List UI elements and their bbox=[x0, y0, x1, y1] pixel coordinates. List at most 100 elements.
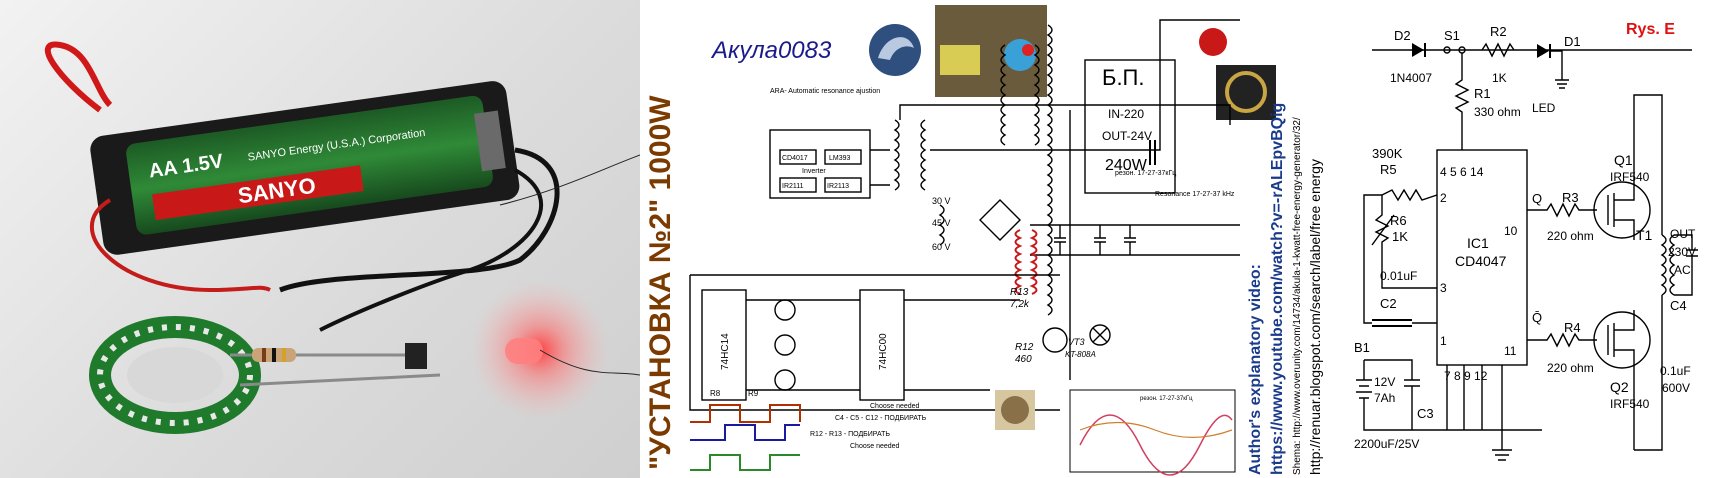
switch-s1 bbox=[1443, 46, 1451, 54]
diode-d2 bbox=[1412, 43, 1424, 57]
q1-model: IRF540 bbox=[1610, 170, 1650, 184]
video-url[interactable]: https://www.youtube.com/watch?v=-rALEpvB… bbox=[1269, 103, 1286, 475]
resistor-r6 bbox=[1374, 195, 1390, 262]
chip-74hc14 bbox=[701, 289, 747, 401]
mosfet-q1 bbox=[1593, 181, 1651, 239]
ic1-model: CD4047 bbox=[1455, 253, 1507, 269]
resistor-r4 bbox=[1527, 332, 1597, 348]
ic1-pin3: 3 bbox=[1440, 281, 1447, 295]
ir2111-label: IR2111 bbox=[782, 183, 804, 190]
red-coil bbox=[1014, 229, 1023, 295]
output-capacitor bbox=[1674, 234, 1698, 296]
led bbox=[505, 338, 543, 364]
r12-r13-note: R12 - R13 - ПОДБИРАТЬ bbox=[810, 431, 890, 438]
black-wire bbox=[279, 147, 560, 293]
blog-url[interactable]: http://renuar.blogspot.com/search/label/… bbox=[1307, 159, 1323, 475]
psu-input: IN-220 bbox=[1108, 107, 1144, 121]
capacitor-c3 bbox=[1364, 359, 1420, 430]
s1-label: S1 bbox=[1444, 28, 1460, 43]
r5-value: 390K bbox=[1372, 146, 1403, 161]
capacitor-c2 bbox=[1372, 319, 1412, 327]
r12-label: R12 bbox=[1015, 342, 1034, 353]
transistor bbox=[405, 343, 427, 369]
d1-label: D1 bbox=[1564, 34, 1581, 49]
generator-schematic-panel: "УСТАНОВКА №2" 1000W Акула0083 ARA- Auto… bbox=[640, 0, 1352, 478]
r3-value: 220 ohm bbox=[1547, 229, 1594, 243]
psu-output: OUT-24V bbox=[1102, 129, 1152, 143]
c3-label: C3 bbox=[1417, 406, 1434, 421]
inverter-circuit: Rys. E D2 1N4007 S1 R2 1K D1 LED R1 330 … bbox=[1354, 21, 1698, 461]
resistor-r5 bbox=[1381, 188, 1438, 202]
q-output: Q bbox=[1532, 191, 1542, 206]
ir2113-label: IR2113 bbox=[827, 183, 849, 190]
explain-title: Author's explanatory video: bbox=[1247, 264, 1264, 475]
ic1-label: IC1 bbox=[1467, 235, 1489, 251]
lamp-icon bbox=[1089, 324, 1111, 346]
rezon-note: резон. 17-27-37кГц bbox=[1115, 170, 1176, 177]
filter-capacitors bbox=[1030, 224, 1240, 256]
scope-plot bbox=[1069, 389, 1236, 473]
red-wire-2 bbox=[89, 198, 271, 293]
r8-label: R8 bbox=[710, 389, 721, 398]
dolphin-icon bbox=[869, 24, 921, 76]
emblem-icon bbox=[1199, 28, 1227, 56]
r9-label: R9 bbox=[748, 389, 759, 398]
battery-b1 bbox=[1356, 360, 1542, 431]
c3-value: 2200uF/25V bbox=[1354, 437, 1419, 451]
transistor-vt3 bbox=[1042, 327, 1068, 353]
tap-30v: 30 V bbox=[932, 196, 951, 206]
lead-wire-2 bbox=[239, 373, 441, 387]
r1-label: R1 bbox=[1474, 86, 1491, 101]
transformer-t1 bbox=[1660, 234, 1667, 296]
vt3-model: KT-808A bbox=[1065, 350, 1096, 359]
resistor-r2 bbox=[1481, 42, 1515, 58]
t1-label: T1 bbox=[1636, 227, 1653, 243]
timing-diagram bbox=[690, 404, 801, 471]
photo-illustration: AA 1.5V SANYO Energy (U.S.A.) Corporatio… bbox=[44, 41, 640, 434]
out-voltage: 230V bbox=[1668, 245, 1696, 259]
q1-label: Q1 bbox=[1614, 152, 1633, 168]
author-name: Акула0083 bbox=[710, 37, 832, 64]
black-wire-2 bbox=[319, 168, 543, 332]
ic1-pin2: 2 bbox=[1440, 191, 1447, 205]
r4-value: 220 ohm bbox=[1547, 361, 1594, 375]
q2-model: IRF540 bbox=[1610, 397, 1650, 411]
ground-icon bbox=[1446, 365, 1512, 461]
battery-holder: AA 1.5V SANYO Energy (U.S.A.) Corporatio… bbox=[90, 81, 520, 255]
psu-power: 240W bbox=[1105, 157, 1148, 174]
r2-value: 1K bbox=[1492, 71, 1507, 85]
b1-label: B1 bbox=[1354, 340, 1370, 355]
inverter-label: Inverter bbox=[802, 168, 826, 175]
r6-label: R6 bbox=[1390, 213, 1407, 228]
transistor-vt bbox=[774, 299, 796, 321]
photo-panel: AA 1.5V SANYO Energy (U.S.A.) Corporatio… bbox=[0, 0, 640, 478]
lm393-label: LM393 bbox=[829, 155, 851, 162]
c4-value: 0.1uF bbox=[1660, 364, 1691, 378]
r12-value: 460 bbox=[1015, 354, 1032, 365]
r2-label: R2 bbox=[1490, 24, 1507, 39]
ic1-pins-top: 4 5 6 14 bbox=[1440, 165, 1484, 179]
r13-label: R13 bbox=[1010, 287, 1029, 298]
tap-60v: 60 V bbox=[932, 242, 951, 252]
out-label: OUT bbox=[1670, 227, 1696, 241]
inverter-circuit-panel: Rys. E D2 1N4007 S1 R2 1K D1 LED R1 330 … bbox=[1352, 0, 1714, 478]
ic1-pins-bottom: 7 8 9 12 bbox=[1444, 369, 1488, 383]
chip2-label: 74HC00 bbox=[878, 333, 889, 370]
circuit-title: Rys. E bbox=[1626, 21, 1675, 38]
d2-model: 1N4007 bbox=[1390, 71, 1432, 85]
schema-url[interactable]: Shema: http://www.overunity.com/14734/ak… bbox=[1292, 117, 1303, 475]
r5-label: R5 bbox=[1380, 162, 1397, 177]
out-ac: AC bbox=[1674, 263, 1691, 277]
bridge-rectifier bbox=[979, 199, 1021, 241]
c4-label: C4 bbox=[1670, 298, 1687, 313]
r13-value: 7,2k bbox=[1010, 299, 1030, 310]
chip-74hc00 bbox=[859, 289, 905, 401]
scope-note: резон. 17-27-37кГц bbox=[1140, 396, 1193, 402]
transformer-coils bbox=[893, 24, 1053, 316]
ic1-pin1: 1 bbox=[1440, 334, 1447, 348]
c2-label: C2 bbox=[1380, 296, 1397, 311]
r3-label: R3 bbox=[1562, 190, 1579, 205]
b1-capacity: 7Ah bbox=[1374, 391, 1395, 405]
chip1-label: 74HC14 bbox=[720, 333, 731, 370]
generator-schematic: "УСТАНОВКА №2" 1000W Акула0083 ARA- Auto… bbox=[644, 5, 1323, 476]
